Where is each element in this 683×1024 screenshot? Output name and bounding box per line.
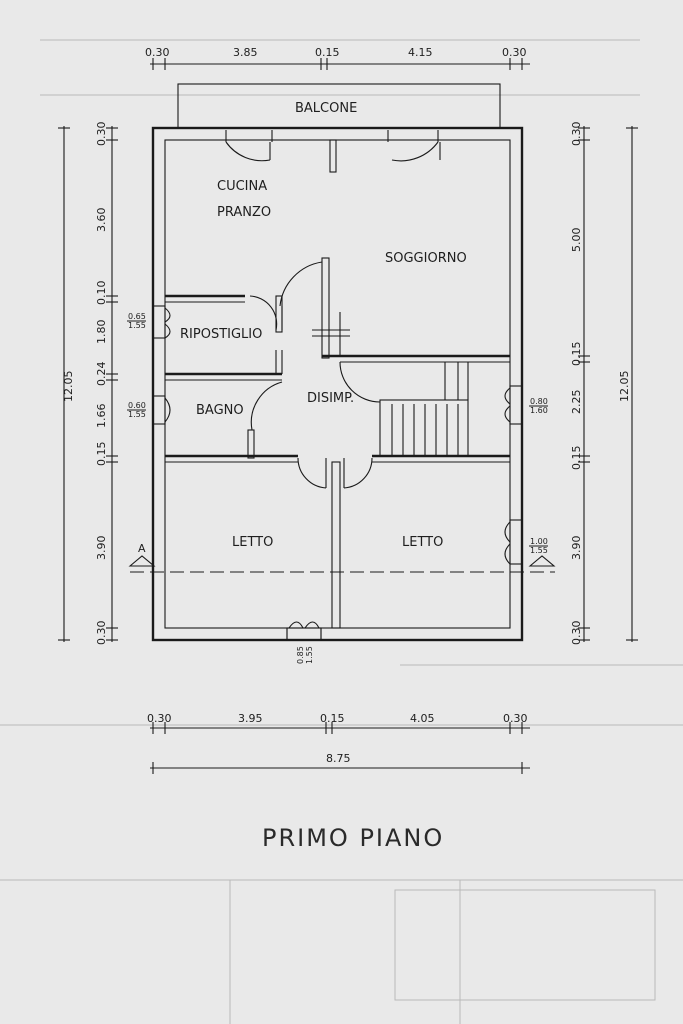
bottom-dim-2: 3.95 [238,712,263,725]
door-swings [225,141,441,489]
drawing-title: PRIMO PIANO [262,824,444,852]
top-dimension-line [150,58,530,70]
room-label-bagno: BAGNO [196,403,244,418]
room-label-letto-right: LETTO [402,535,443,550]
right-dim-5: 0.15 [570,446,583,471]
window-ripostiglio-width: 0.65 [128,312,146,321]
left-dim-5: 0.24 [95,362,108,387]
bottom-dim-3: 0.15 [320,712,345,725]
right-dim-7: 0.30 [570,621,583,646]
right-dim-6: 3.90 [570,536,583,561]
room-label-cucina: CUCINA [217,179,267,194]
left-dim-4: 1.80 [95,320,108,345]
left-dim-2: 3.60 [95,208,108,233]
total-width: 8.75 [326,752,351,765]
background-show-through [0,39,683,1024]
left-dim-7: 0.15 [95,442,108,467]
bottom-dim-4: 4.05 [410,712,435,725]
room-label-letto-left: LETTO [232,535,273,550]
right-dim-4: 2.25 [570,390,583,415]
top-dim-3: 0.15 [315,46,340,59]
room-label-pranzo: PRANZO [217,205,271,220]
top-dim-1: 0.30 [145,46,170,59]
right-dim-3: 0.15 [570,342,583,367]
top-dim-4: 4.15 [408,46,433,59]
room-label-balcone: BALCONE [295,101,357,116]
left-dim-9: 0.30 [95,621,108,646]
right-dim-1: 0.30 [570,122,583,147]
right-total: 12.05 [618,371,631,403]
section-line [128,555,556,573]
bottom-dim-1: 0.30 [147,712,172,725]
window-size-labels: 0.65 1.55 0.60 1.55 0.80 1.60 1.00 1.55 … [127,312,548,664]
room-label-disimpegno: DISIMP. [307,391,354,406]
window-bottom-width: 0.85 [296,646,305,664]
top-dim-5: 0.30 [502,46,527,59]
stair-treads [391,404,459,456]
left-dim-6: 1.66 [95,404,108,429]
room-label-soggiorno: SOGGIORNO [385,251,467,266]
outer-walls [151,126,524,642]
window-bagno-width: 0.60 [128,401,146,410]
window-symbols [152,305,523,641]
window-disimp-height: 1.60 [530,406,548,415]
left-dim-1: 0.30 [95,122,108,147]
window-disimp-width: 0.80 [530,397,548,406]
section-marker-a: A [138,542,146,555]
left-total: 12.05 [62,371,75,403]
internal-walls [165,130,510,640]
window-bottom-height: 1.55 [305,646,314,664]
bottom-dim-5: 0.30 [503,712,528,725]
room-label-ripostiglio: RIPOSTIGLIO [180,327,262,342]
top-dim-2: 3.85 [233,46,258,59]
left-dimension-lines [58,126,118,642]
bottom-dimension-line [150,722,530,774]
window-ripostiglio-height: 1.55 [128,321,146,330]
window-bagno-height: 1.55 [128,410,146,419]
right-dimension-lines [578,126,638,642]
left-dim-8: 3.90 [95,536,108,561]
window-letto-width: 1.00 [530,537,548,546]
right-dim-2: 5.00 [570,228,583,253]
left-dim-3: 0.10 [95,281,108,306]
window-letto-height: 1.55 [530,546,548,555]
